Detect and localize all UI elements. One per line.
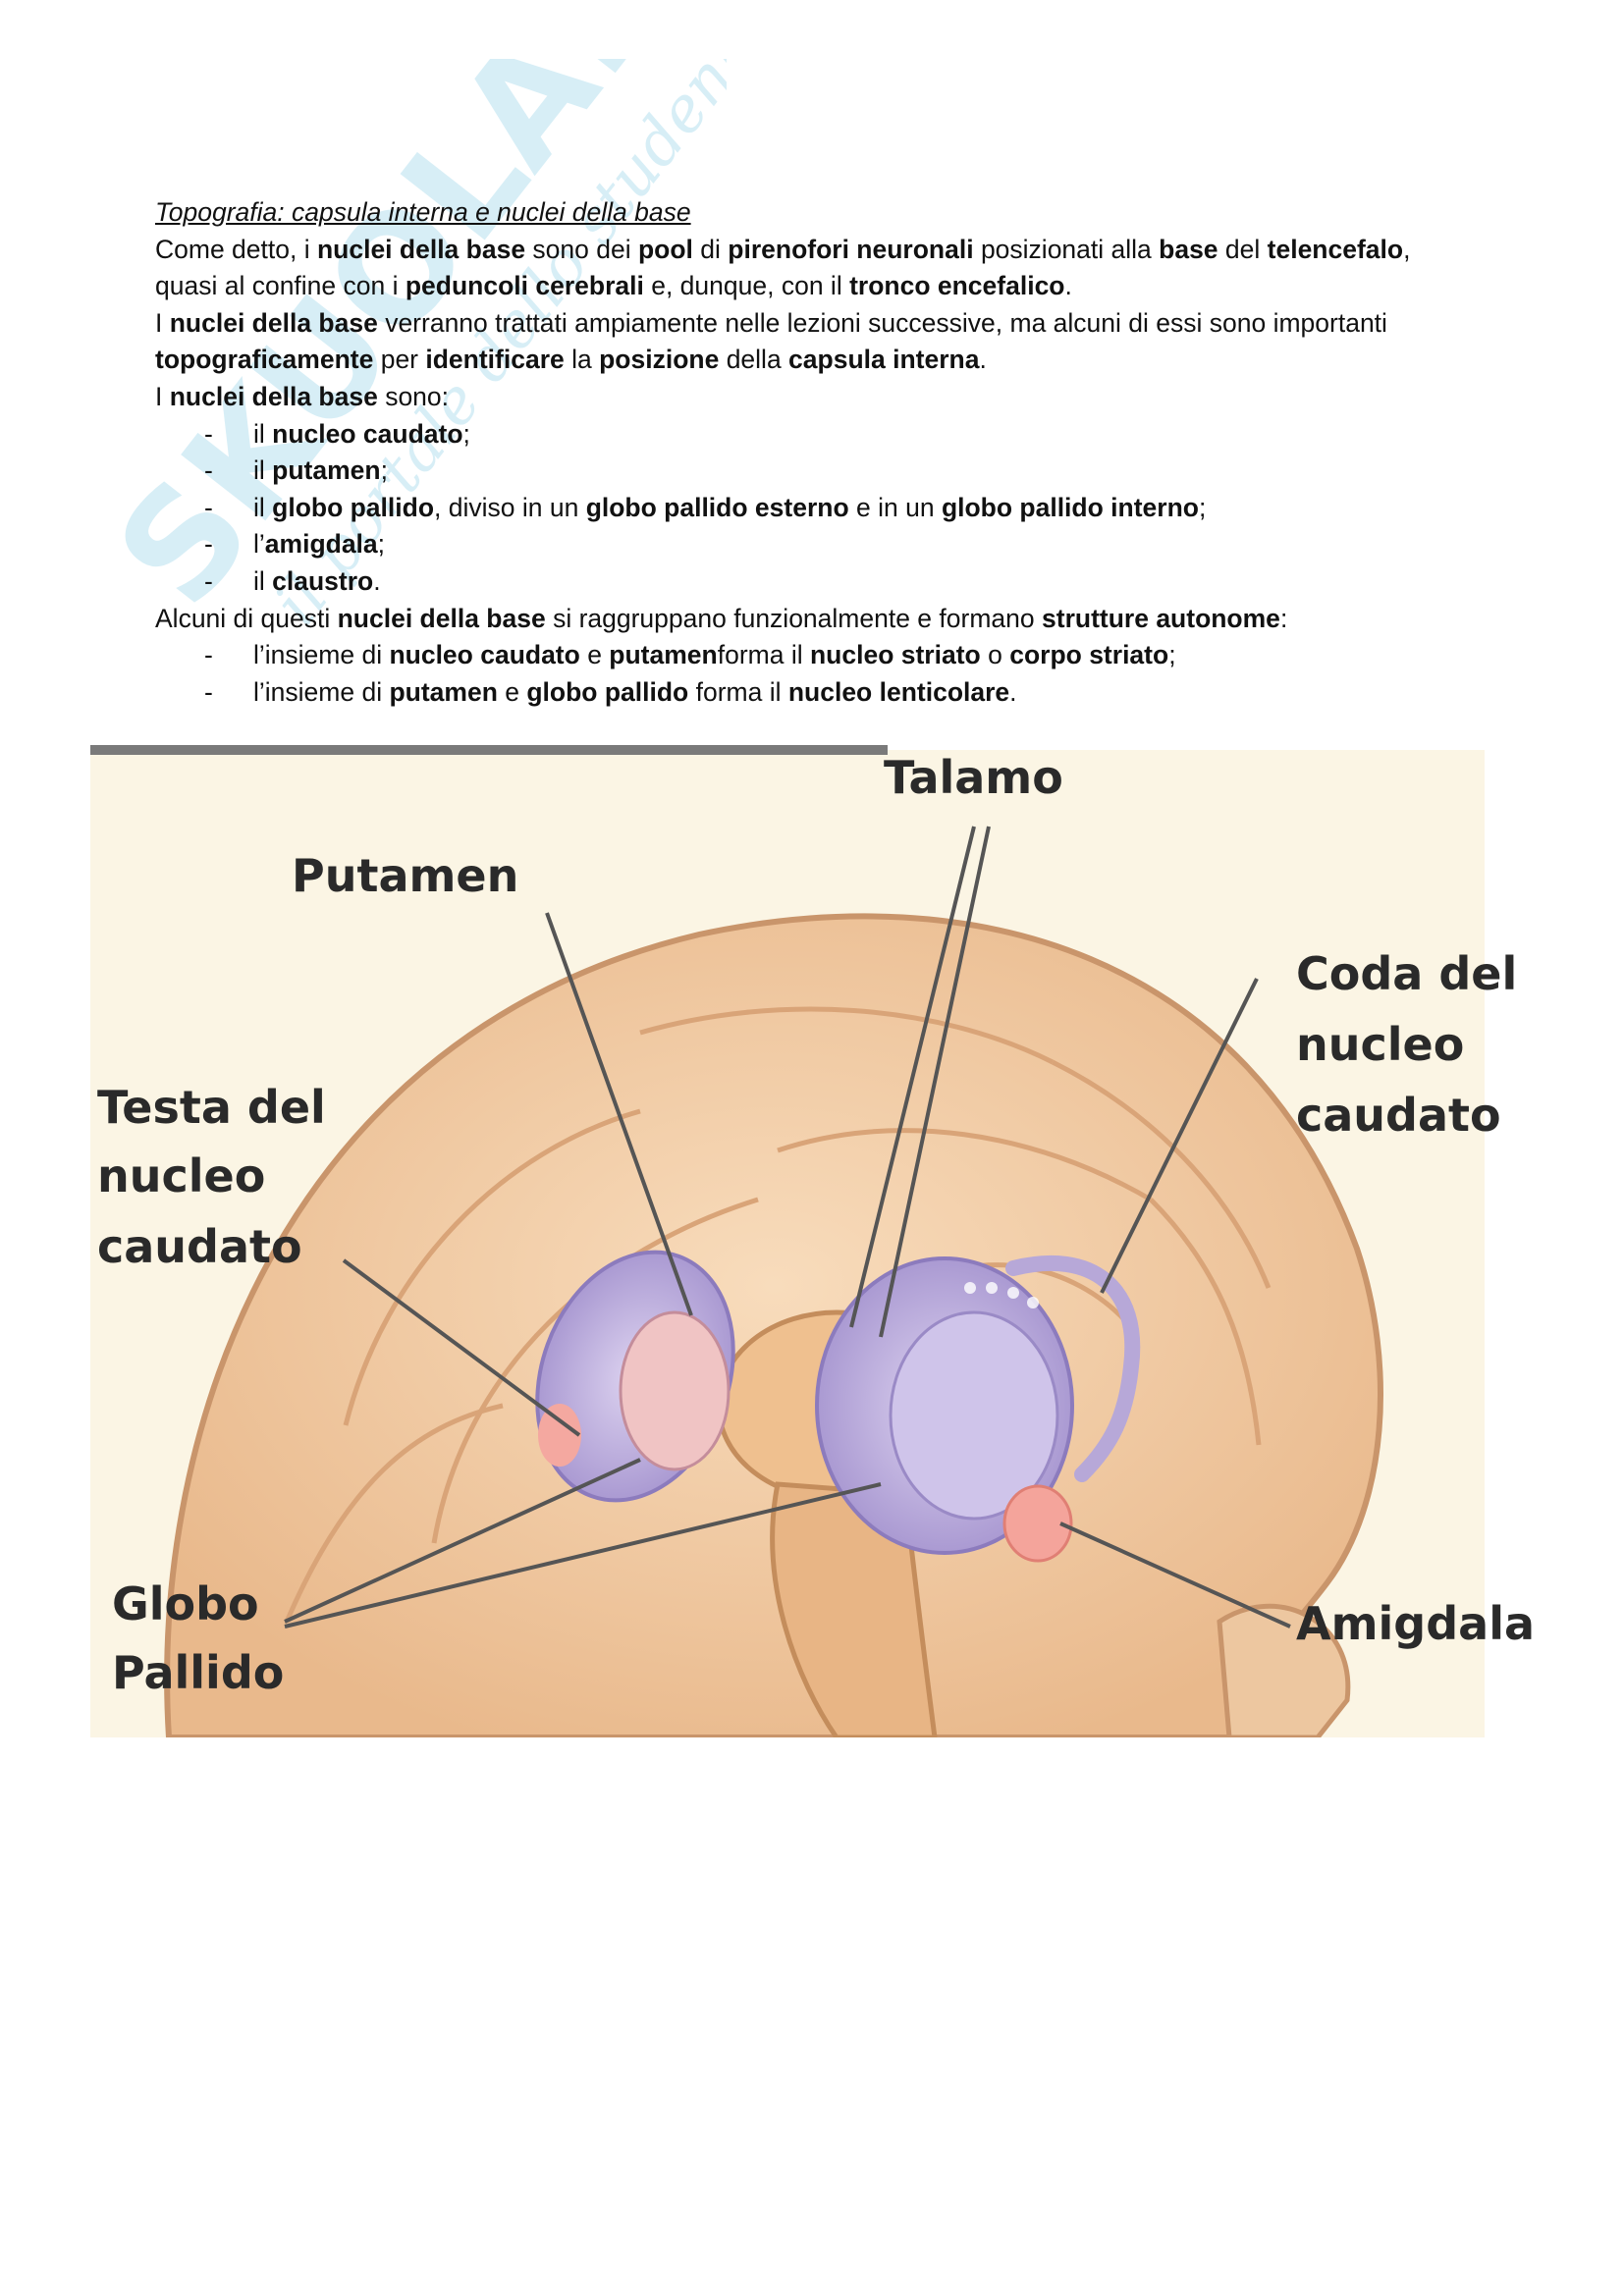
label-globo-line-1: Globo — [112, 1577, 259, 1630]
list-item: -il globo pallido, diviso in un globo pa… — [204, 492, 1207, 522]
label-amigdala: Amigdala — [1296, 1597, 1535, 1650]
list-item: -il claustro. — [204, 565, 381, 596]
list-item: -il putamen; — [204, 455, 388, 486]
globus-pallidus-left-shape — [619, 1310, 731, 1471]
nuclei-list: -il nucleo caudato; -il putamen; -il glo… — [155, 416, 1471, 601]
text-section: Topografia: capsula interna e nuclei del… — [155, 194, 1471, 711]
section-heading: Topografia: capsula interna e nuclei del… — [155, 197, 691, 227]
label-putamen: Putamen — [292, 849, 518, 902]
structures-list: -l’insieme di nucleo caudato e putamenfo… — [155, 637, 1471, 711]
leader-lines — [284, 826, 1291, 1629]
globus-pallidus-right-shape — [889, 1310, 1059, 1521]
list-item: -l’insieme di putamen e globo pallido fo… — [204, 676, 1017, 707]
paragraph-2-line-2: topograficamente per identificare la pos… — [155, 345, 987, 375]
caudate-tail-shape — [1005, 1255, 1141, 1482]
basal-ganglia-figure: Talamo Putamen Coda del nucleo caudato T… — [90, 738, 1575, 1737]
caudate-head-shape — [538, 1404, 581, 1467]
label-coda-line-2: nucleo — [1296, 1018, 1464, 1071]
label-coda-line-3: caudato — [1296, 1089, 1501, 1142]
brainstem-shape — [770, 1481, 938, 1737]
paragraph-3: I nuclei della base sono: — [155, 381, 450, 411]
label-coda-line-1: Coda del — [1296, 947, 1517, 1000]
paragraph-2-line-1: I nuclei della base verranno trattati am… — [155, 307, 1387, 338]
label-testa-line-1: Testa del — [97, 1081, 326, 1134]
list-item: -l’amigdala; — [204, 529, 386, 560]
label-globo-line-2: Pallido — [112, 1646, 284, 1699]
list-item: -il nucleo caudato; — [204, 418, 470, 449]
list-item: -l’insieme di nucleo caudato e putamenfo… — [204, 640, 1176, 670]
label-testa-line-3: caudato — [97, 1220, 302, 1273]
label-testa-line-2: nucleo — [97, 1149, 265, 1202]
paragraph-1-line-2: quasi al confine con i peduncoli cerebra… — [155, 271, 1072, 301]
brain-diagram: Talamo Putamen Coda del nucleo caudato T… — [90, 745, 1535, 1737]
paragraph-4: Alcuni di questi nuclei della base si ra… — [155, 603, 1288, 633]
paragraph-1-line-1: Come detto, i nuclei della base sono dei… — [155, 234, 1411, 264]
label-talamo: Talamo — [884, 751, 1063, 804]
amygdala-shape — [1002, 1484, 1073, 1563]
